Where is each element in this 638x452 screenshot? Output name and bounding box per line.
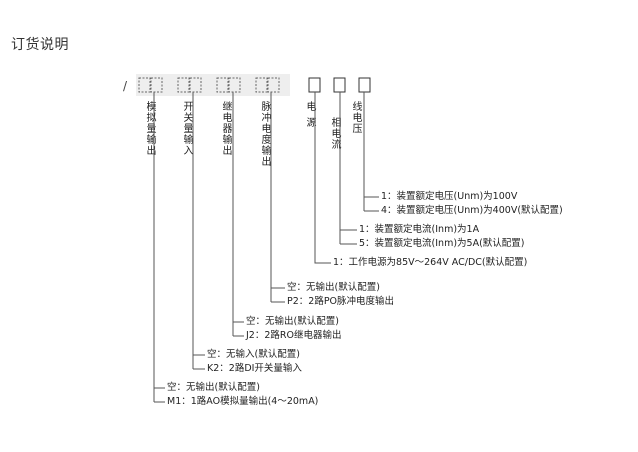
page-title: 订货说明	[11, 37, 69, 53]
connector-current	[339, 92, 357, 245]
code-box-analog-1	[138, 77, 151, 93]
group-label-pulse: 脉冲电度输出	[259, 101, 270, 167]
group-label-switch: 开关量输入	[181, 101, 192, 156]
option-analog-m1: M1：1路AO模拟量输出(4～20mA)	[167, 396, 319, 407]
code-strip	[136, 74, 290, 96]
optional-code-boxes	[138, 77, 280, 93]
code-box-relay-1	[216, 77, 229, 93]
option-voltage-400v: 4：装置额定电压(Unm)为400V(默认配置)	[381, 205, 563, 216]
code-prefix-slash: /	[123, 79, 128, 93]
option-pulse-p2: P2：2路PO脉冲电度输出	[287, 296, 395, 307]
option-pulse-none: 空：无输出(默认配置)	[287, 282, 380, 293]
code-box-power	[308, 77, 321, 93]
option-power-supply: 1：工作电源为85V～264V AC/DC(默认配置)	[333, 257, 528, 268]
group-label-voltage: 线电压	[350, 101, 361, 134]
option-relay-none: 空：无输出(默认配置)	[246, 316, 339, 327]
connector-voltage	[363, 92, 379, 212]
connector-power	[314, 92, 331, 264]
code-box-pulse-2	[267, 77, 280, 93]
connector-switch	[192, 92, 205, 370]
code-box-voltage	[358, 77, 371, 93]
group-label-analog: 模拟量输出	[144, 101, 155, 156]
connector-pulse	[270, 92, 285, 303]
group-label-power: 电源	[304, 101, 315, 133]
code-box-switch-2	[189, 77, 202, 93]
connector-analog	[153, 92, 165, 403]
code-box-relay-2	[228, 77, 241, 93]
code-box-pulse-1	[255, 77, 268, 93]
option-current-1a: 1：装置额定电流(Inm)为1A	[359, 224, 480, 235]
option-current-5a: 5：装置额定电流(Inm)为5A(默认配置)	[359, 238, 525, 249]
option-switch-none: 空：无输入(默认配置)	[207, 349, 300, 360]
group-label-relay: 继电器输出	[220, 101, 231, 156]
option-voltage-100v: 1：装置额定电压(Unm)为100V	[381, 191, 518, 202]
option-switch-k2: K2：2路DI开关量输入	[207, 363, 302, 374]
option-relay-j2: J2：2路RO继电器输出	[246, 330, 342, 341]
code-box-analog-2	[150, 77, 163, 93]
option-analog-none: 空：无输出(默认配置)	[167, 382, 260, 393]
group-label-current: 相电流	[329, 117, 340, 150]
connector-relay	[232, 92, 244, 337]
code-box-switch-1	[177, 77, 190, 93]
code-box-current	[333, 77, 346, 93]
